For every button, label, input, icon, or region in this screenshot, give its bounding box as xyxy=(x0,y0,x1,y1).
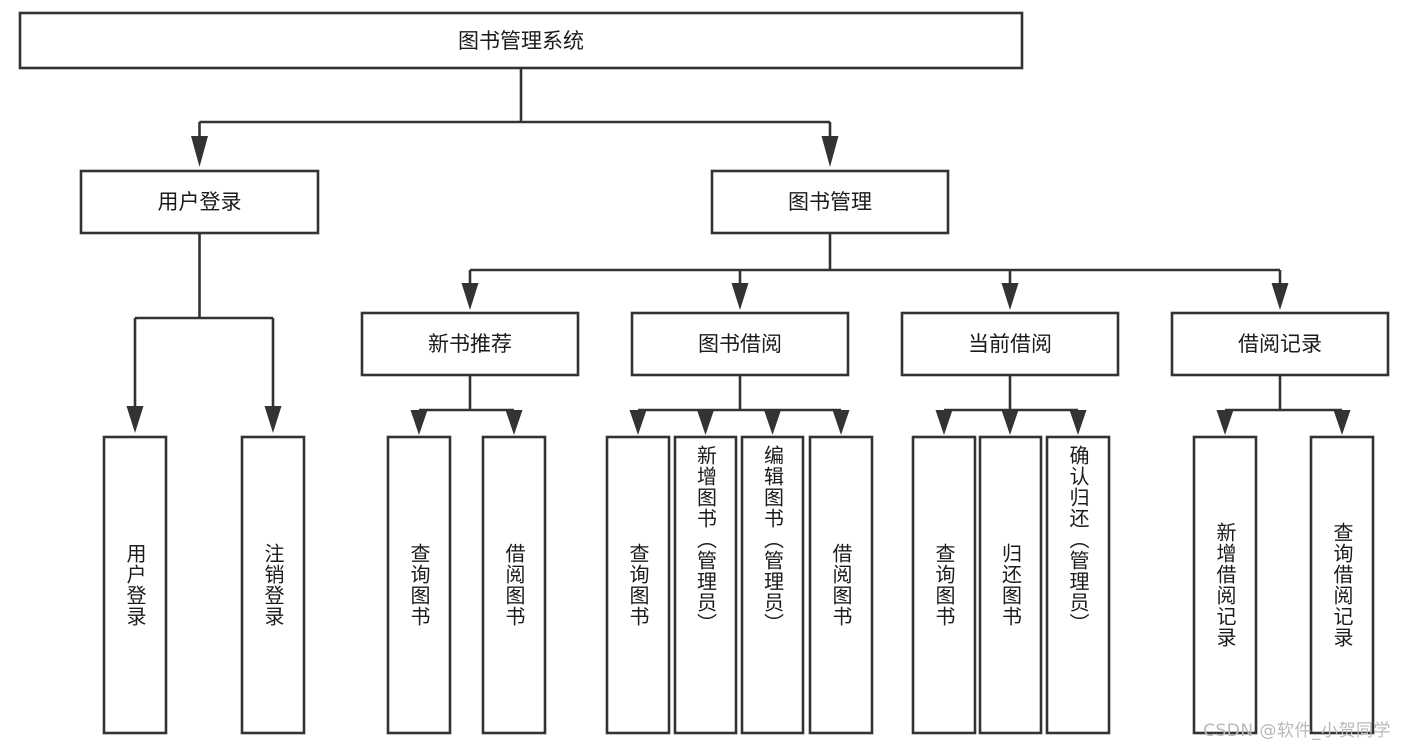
node-label-book-management: 图书管理 xyxy=(788,190,872,214)
node-box-leaf-user-login[interactable] xyxy=(102,435,168,735)
csdn-watermark: CSDN @软件_小贺同学 xyxy=(1203,721,1391,741)
node-label-root: 图书管理系统 xyxy=(458,29,584,53)
node-box-book-borrow[interactable] xyxy=(630,311,850,377)
arrow-head-current xyxy=(1001,283,1019,310)
arrow-head-leaf-logout xyxy=(264,406,282,433)
node-label-borrow-records: 借阅记录 xyxy=(1238,332,1322,356)
connector-group-current-to-leaves xyxy=(935,375,1087,435)
connector-group-records-to-leaves xyxy=(1216,375,1351,435)
node-label-book-borrow: 图书借阅 xyxy=(698,332,782,356)
arrow-head-bw-leaf-2 xyxy=(697,410,714,435)
node-box-leaf-edit-book-admin[interactable] xyxy=(740,435,805,735)
node-box-user-login[interactable] xyxy=(79,169,320,235)
node-box-new-book-recommend[interactable] xyxy=(360,311,580,377)
node-box-leaf-query-book-bw[interactable] xyxy=(605,435,671,735)
connector-group-borrow-to-leaves xyxy=(629,375,850,435)
arrow-head-user-login xyxy=(191,136,208,167)
arrow-head-cb-leaf-1 xyxy=(935,410,953,435)
arrow-head-rc-leaf-2 xyxy=(1333,410,1351,435)
arrow-head-rc-leaf-1 xyxy=(1216,410,1234,435)
connector-group-new-book-to-leaves xyxy=(410,375,523,435)
node-box-leaf-confirm-return-admin[interactable] xyxy=(1045,435,1111,735)
arrow-head-leaf-user-login xyxy=(126,406,144,433)
arrow-head-records xyxy=(1271,283,1289,310)
node-box-leaf-add-book-admin[interactable] xyxy=(673,435,738,735)
node-box-leaf-query-book-nb[interactable] xyxy=(386,435,452,735)
connector-group-book-mgmt-to-level3 xyxy=(461,233,1289,310)
node-label-current-borrow: 当前借阅 xyxy=(968,332,1052,356)
node-box-root[interactable] xyxy=(18,11,1024,70)
node-box-borrow-records[interactable] xyxy=(1170,311,1390,377)
arrow-head-bw-leaf-1 xyxy=(629,410,647,435)
node-box-leaf-logout[interactable] xyxy=(240,435,306,735)
arrow-head-nb-leaf-1 xyxy=(410,410,428,435)
node-label-user-login: 用户登录 xyxy=(158,190,242,214)
arrow-head-bw-leaf-3 xyxy=(764,410,781,435)
node-box-leaf-return-book[interactable] xyxy=(978,435,1043,735)
arrow-head-cb-leaf-2 xyxy=(1001,410,1019,435)
node-box-book-management[interactable] xyxy=(710,169,950,235)
node-box-leaf-query-borrow-record[interactable] xyxy=(1309,435,1375,735)
node-label-new-book-recommend: 新书推荐 xyxy=(428,332,512,356)
arrow-head-cb-leaf-3 xyxy=(1069,410,1087,435)
arrow-head-book-mgmt xyxy=(821,136,839,167)
node-box-current-borrow[interactable] xyxy=(900,311,1120,377)
arrow-head-nb-leaf-2 xyxy=(505,410,523,435)
connector-group-user-login-to-leaves xyxy=(126,233,282,433)
arrow-head-new-book xyxy=(461,283,479,310)
node-box-leaf-add-borrow-record[interactable] xyxy=(1192,435,1258,735)
arrow-head-bw-leaf-4 xyxy=(832,410,850,435)
arrow-head-borrow xyxy=(731,283,749,310)
node-box-leaf-query-book-cb[interactable] xyxy=(911,435,977,735)
connector-group-root-to-level2 xyxy=(191,68,839,167)
node-box-leaf-borrow-book-nb[interactable] xyxy=(481,435,547,735)
node-box-leaf-borrow-book-bw[interactable] xyxy=(808,435,874,735)
